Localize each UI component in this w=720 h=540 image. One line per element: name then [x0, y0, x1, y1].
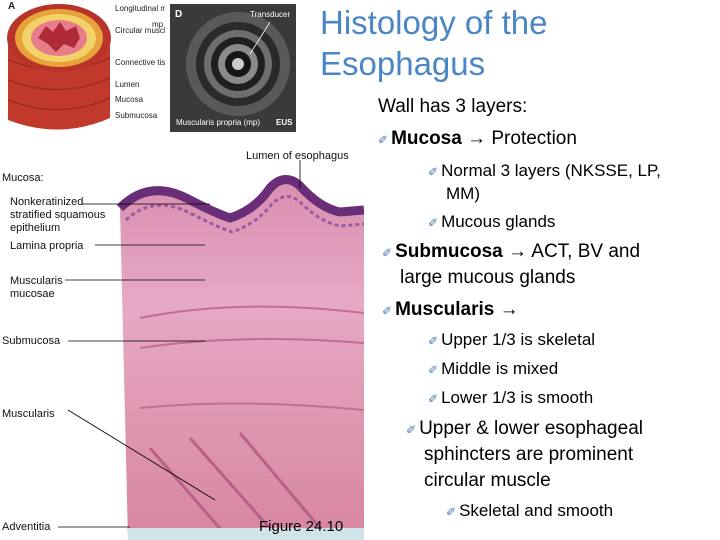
wall-layers-text: Wall has 3 layers:	[378, 96, 528, 117]
sphincters-text-2: sphincters are prominent	[424, 444, 634, 465]
bullet-icon: ✐	[428, 216, 439, 230]
bullet-normal-layers: ✐Normal 3 layers (NKSSE, LP,	[428, 161, 661, 181]
submucosa-desc: ACT, BV and	[531, 241, 641, 262]
bullet-mucous-glands: ✐Mucous glands	[428, 212, 555, 232]
submucosa-text-2: large mucous glands	[400, 267, 576, 288]
bullet-submucosa: ✐Submucosa → ACT, BV and	[382, 241, 640, 263]
bullet-icon: ✐	[428, 165, 439, 179]
mucosa-term: Mucosa	[391, 128, 462, 149]
label-lumen: Lumen	[115, 80, 140, 89]
normal-layers-text-1: Normal 3 layers (NKSSE, LP,	[441, 161, 661, 180]
micrograph-drawing	[58, 160, 364, 540]
bullet-icon: ✐	[428, 392, 439, 406]
muscularis-term: Muscularis	[395, 299, 495, 320]
normal-layers-text-2: MM)	[446, 184, 480, 203]
label-mp: mp	[152, 20, 164, 29]
bullet-muscularis: ✐Muscularis →	[382, 299, 519, 321]
bullet-upper-third: ✐Upper 1/3 is skeletal	[428, 330, 595, 350]
skeletal-smooth-text: Skeletal and smooth	[459, 501, 614, 520]
fig-d-letter: D	[175, 9, 183, 20]
esophagus-tube-drawing	[7, 4, 111, 130]
label-adventitia: Adventitia	[2, 521, 51, 533]
bullet-icon: ✐	[382, 304, 393, 318]
mucous-glands-text: Mucous glands	[441, 212, 556, 231]
label-muscularis-propria: Muscularis propria (mp)	[176, 118, 261, 127]
label-muscularis-mucosae-2: mucosae	[10, 288, 55, 300]
label-longitudinal-muscle: Longitudinal muscle	[115, 4, 165, 13]
lower-third-text: Lower 1/3 is smooth	[441, 388, 594, 407]
label-connective-tissue: Connective tissue	[115, 58, 165, 67]
sphincters-line-3: circular muscle	[424, 470, 551, 492]
label-transducer: Transducer	[250, 10, 291, 19]
bullet-mucosa: ✐Mucosa → Protection	[378, 128, 577, 150]
submucosa-term: Submucosa	[395, 241, 503, 262]
label-eus: EUS	[276, 118, 293, 127]
middle-text: Middle is mixed	[441, 359, 559, 378]
label-muscularis-micro: Muscularis	[2, 408, 55, 420]
arrow-icon: →	[499, 299, 519, 320]
esophagus-illustration: A Longitudinal muscle Circular muscle mp…	[0, 0, 165, 132]
bullet-icon: ✐	[406, 423, 417, 437]
sphincters-text-1: Upper & lower esophageal	[419, 418, 643, 439]
bullet-skeletal-smooth: ✐Skeletal and smooth	[446, 501, 613, 521]
label-mucosa-header: Mucosa:	[2, 172, 44, 184]
bullet-icon: ✐	[446, 505, 457, 519]
slide-title: Histology of the Esophagus	[320, 2, 547, 84]
sphincters-line-2: sphincters are prominent	[424, 444, 633, 466]
sphincters-text-3: circular muscle	[424, 470, 551, 491]
label-circular-muscle: Circular muscle	[115, 26, 165, 35]
arrow-icon: →	[508, 241, 528, 262]
histology-micrograph: Lumen of esophagus Mucosa: Nonkeratinize…	[0, 148, 364, 540]
eus-image: D Transducer Muscularis propria (mp) EUS	[170, 4, 296, 132]
label-submucosa-micro: Submucosa	[2, 335, 61, 347]
fig-a-letter: A	[8, 1, 16, 12]
bullet-icon: ✐	[378, 133, 389, 147]
title-line-2: Esophagus	[320, 45, 486, 82]
bullet-lower-third: ✐Lower 1/3 is smooth	[428, 388, 593, 408]
label-lamina-propria: Lamina propria	[10, 240, 84, 252]
label-submucosa: Submucosa	[115, 111, 158, 120]
eus-rings	[170, 4, 296, 132]
label-nkss-3: epithelium	[10, 222, 61, 234]
arrow-icon: →	[467, 128, 487, 149]
mucosa-desc: Protection	[491, 128, 577, 149]
title-line-1: Histology of the	[320, 4, 548, 41]
figure-caption: Figure 24.10	[259, 518, 344, 535]
bullet-middle: ✐Middle is mixed	[428, 359, 558, 379]
label-lumen-of-esophagus: Lumen of esophagus	[246, 150, 349, 162]
upper-third-text: Upper 1/3 is skeletal	[441, 330, 596, 349]
label-mucosa: Mucosa	[115, 95, 144, 104]
submucosa-line-2: large mucous glands	[400, 267, 575, 289]
normal-layers-line-2: MM)	[446, 184, 480, 204]
bullet-icon: ✐	[428, 363, 439, 377]
bullet-wall-layers: Wall has 3 layers:	[378, 96, 527, 118]
bullet-icon: ✐	[428, 334, 439, 348]
bullet-icon: ✐	[382, 246, 393, 260]
bullet-sphincters: ✐Upper & lower esophageal	[406, 418, 643, 440]
label-muscularis-mucosae-1: Muscularis	[10, 275, 63, 287]
label-nkss-1: Nonkeratinized	[10, 196, 84, 208]
label-nkss-2: stratified squamous	[10, 209, 106, 221]
